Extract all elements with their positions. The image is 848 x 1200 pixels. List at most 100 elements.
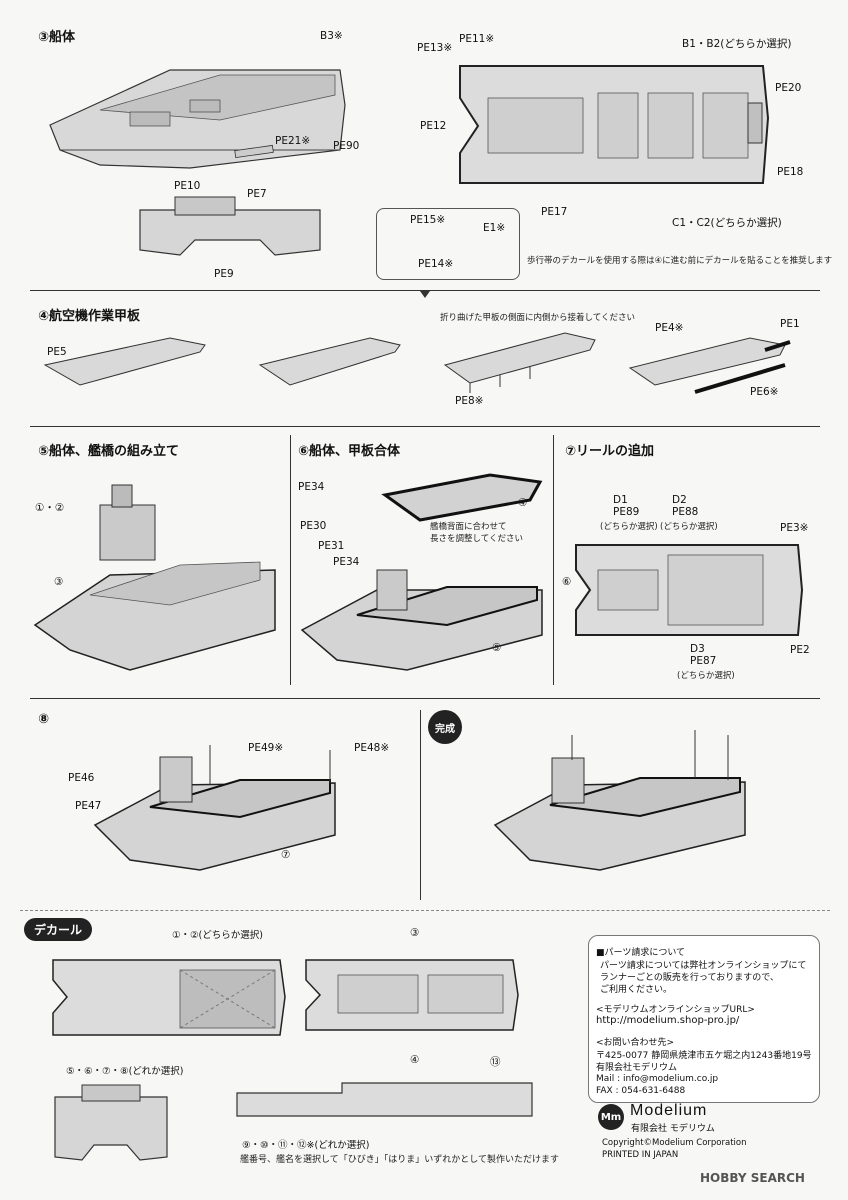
watermark: HOBBY SEARCH xyxy=(700,1171,805,1185)
decal-top-view-hull xyxy=(305,959,519,1031)
label-pe18: PE18 xyxy=(777,166,804,178)
label-circle-1-2: ①・② xyxy=(35,502,65,514)
info-line-1: パーツ請求については弊社オンラインショップにて xyxy=(600,961,807,971)
note-step6-line1: 艦橋背面に合わせて xyxy=(430,522,507,532)
label-pe10: PE10 xyxy=(174,180,201,192)
step-7-title: ⑦リールの追加 xyxy=(565,444,655,459)
label-pe34-a: PE34 xyxy=(298,481,325,493)
label-pe31: PE31 xyxy=(318,540,345,552)
step-6-title: ⑥船体、甲板合体 xyxy=(298,444,401,459)
complete-badge: 完成 xyxy=(428,710,462,744)
label-circle-4: ④ xyxy=(518,497,528,509)
divider-v1 xyxy=(290,435,291,685)
decal-label-3: ③ xyxy=(410,927,420,939)
divider-1 xyxy=(30,290,820,291)
info-contact-label: <お問い合わせ先> xyxy=(596,1038,675,1048)
decal-label-13: ⑬ xyxy=(490,1056,501,1068)
label-pe7: PE7 xyxy=(247,188,267,200)
step-5-title: ⑤船体、艦橋の組み立て xyxy=(38,444,180,459)
info-line-3: ご利用ください。 xyxy=(600,985,673,995)
label-pe34-b: PE34 xyxy=(333,556,360,568)
step-8-title: ⑧ xyxy=(38,712,50,727)
bridge-closeup-illustration xyxy=(139,196,321,256)
label-circle-5: ⑤ xyxy=(492,642,502,654)
logo-text: Modelium xyxy=(630,1102,708,1119)
deck-plate-folded xyxy=(443,332,596,393)
logo-mark: Mm xyxy=(598,1104,624,1130)
label-pe15: PE15※ xyxy=(410,214,446,226)
deck-plate-final xyxy=(628,337,791,394)
deck-plate-flat-2 xyxy=(258,337,401,386)
divider-3 xyxy=(30,698,820,699)
hull-top-view-illustration xyxy=(459,65,770,184)
detail-box-pe14-pe15 xyxy=(376,208,520,280)
label-pe13: PE13※ xyxy=(417,42,453,54)
info-shop-label: <モデリウムオンラインショップURL> xyxy=(596,1005,755,1015)
info-company: 有限会社モデリウム xyxy=(596,1063,678,1073)
info-heading: ■パーツ請求について xyxy=(596,948,686,958)
ship-assembly-step5 xyxy=(33,484,276,671)
label-circle-3: ③ xyxy=(54,576,64,588)
decal-label-5-8: ⑤・⑥・⑦・⑧(どれか選択) xyxy=(66,1066,184,1077)
step-4-title: ④航空機作業甲板 xyxy=(38,309,141,324)
decal-side-view xyxy=(236,1082,533,1117)
label-pe14: PE14※ xyxy=(418,258,454,270)
decal-bridge-front xyxy=(54,1084,168,1161)
info-box xyxy=(588,935,820,1103)
label-pe5: PE5 xyxy=(47,346,67,358)
info-fax: FAX : 054-631-6488 xyxy=(596,1086,686,1096)
label-c1-c2: C1・C2(どちらか選択) xyxy=(672,217,782,229)
label-pe46: PE46 xyxy=(68,772,95,784)
label-pe48: PE48※ xyxy=(354,742,390,754)
deck-plate-flat-1 xyxy=(43,337,206,386)
label-pe8: PE8※ xyxy=(455,395,484,407)
label-e1: E1※ xyxy=(483,222,506,234)
label-pe49: PE49※ xyxy=(248,742,284,754)
label-pe12: PE12 xyxy=(420,120,447,132)
divider-v3 xyxy=(420,710,421,900)
decal-top-view-deck xyxy=(52,959,286,1036)
decal-label-1-2: ①・②(どちらか選択) xyxy=(172,930,263,941)
label-pe6: PE6※ xyxy=(750,386,779,398)
label-pe1: PE1 xyxy=(780,318,800,330)
note-step6-line2: 長さを調整してください xyxy=(430,534,523,544)
hull-perspective-illustration xyxy=(49,69,346,169)
step-3-title: ③船体 xyxy=(38,30,76,45)
label-pe90: PE90 xyxy=(333,140,360,152)
label-d3: D3 xyxy=(690,643,705,655)
note-step4: 折り曲げた甲板の側面に内側から接着してください xyxy=(440,313,635,323)
hull-top-view-step7 xyxy=(575,544,804,636)
label-pe87: PE87 xyxy=(690,655,717,667)
info-shop-url[interactable]: http://modelium.shop-pro.jp/ xyxy=(596,1015,740,1026)
label-pe11: PE11※ xyxy=(459,33,495,45)
label-pe9: PE9 xyxy=(214,268,234,280)
label-pe2: PE2 xyxy=(790,644,810,656)
flow-arrow-1 xyxy=(420,291,430,298)
label-pe20: PE20 xyxy=(775,82,802,94)
label-choice-3: (どちらか選択) xyxy=(677,671,735,681)
label-circle-6: ⑥ xyxy=(562,576,572,588)
label-d1: D1 xyxy=(613,494,628,506)
info-address: 〒425-0077 静岡県焼津市五ケ堀之内1243番地19号 xyxy=(596,1051,812,1061)
decal-note: 艦番号、艦名を選択して「ひびき」「はりま」いずれかとして製作いただけます xyxy=(240,1155,559,1165)
label-circle-7: ⑦ xyxy=(281,849,291,861)
info-mail[interactable]: Mail : info@modelium.co.jp xyxy=(596,1074,719,1084)
decal-label-9-12: ⑨・⑩・⑪・⑫※(どれか選択) xyxy=(242,1140,370,1151)
label-pe21: PE21※ xyxy=(275,135,311,147)
ship-assembly-step8 xyxy=(93,745,336,871)
label-pe17: PE17 xyxy=(541,206,568,218)
ship-complete-illustration xyxy=(493,730,746,871)
label-choice-1: (どちらか選択) xyxy=(600,522,658,532)
flight-deck-step6 xyxy=(381,473,543,522)
label-b3: B3※ xyxy=(320,30,343,42)
label-pe47: PE47 xyxy=(75,800,102,812)
label-pe30: PE30 xyxy=(300,520,327,532)
copyright: Copyright©Modelium Corporation xyxy=(602,1138,747,1148)
printed-in-japan: PRINTED IN JAPAN xyxy=(602,1150,679,1160)
divider-2 xyxy=(30,426,820,427)
part-pe21-strip xyxy=(234,144,274,159)
label-b1-b2: B1・B2(どちらか選択) xyxy=(682,38,792,50)
divider-4 xyxy=(20,910,830,911)
logo-sub: 有限会社 モデリウム xyxy=(631,1124,715,1134)
label-pe89: PE89 xyxy=(613,506,640,518)
